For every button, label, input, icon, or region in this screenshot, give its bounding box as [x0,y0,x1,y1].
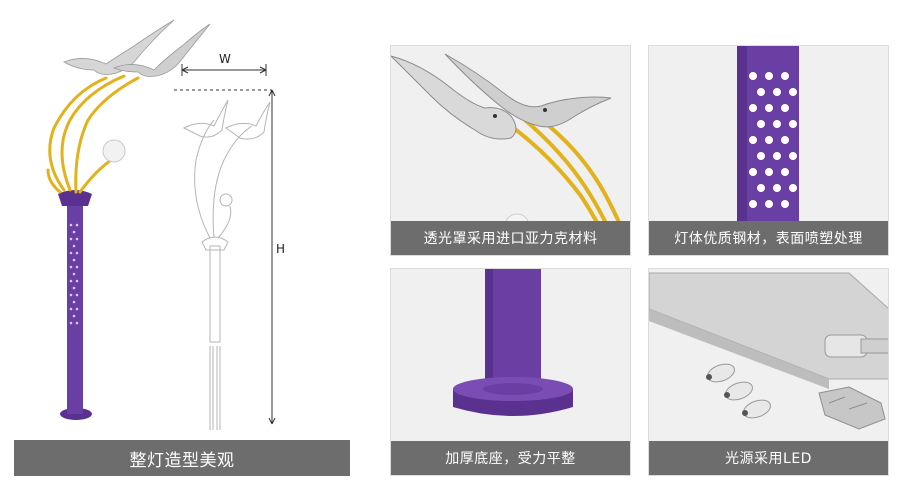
main-caption: 整灯造型美观 [14,440,350,476]
detail-panel-base: 加厚底座，受力平整 [390,268,631,476]
detail-panel-acrylic: 透光罩采用进口亚力克材料 [390,45,631,256]
base-detail-image [453,269,573,416]
line-drawing-lamp [182,99,271,430]
lamp-illustration [46,19,276,430]
width-label: W [219,52,231,66]
detail-panel-led: 光源采用LED [648,268,889,476]
main-product-panel: W H 整灯造型美观 [14,10,350,476]
height-label: H [276,242,286,256]
caption-steel: 灯体优质钢材，表面喷塑处理 [649,221,888,255]
caption-acrylic: 透光罩采用进口亚力克材料 [391,221,630,255]
caption-base: 加厚底座，受力平整 [391,441,630,475]
led-detail-image [649,272,888,430]
colored-lamp [46,19,211,420]
dimension-lines [174,64,276,425]
steel-detail-image [737,46,799,255]
detail-panel-steel: 灯体优质钢材，表面喷塑处理 [648,45,889,256]
caption-led: 光源采用LED [649,441,888,475]
